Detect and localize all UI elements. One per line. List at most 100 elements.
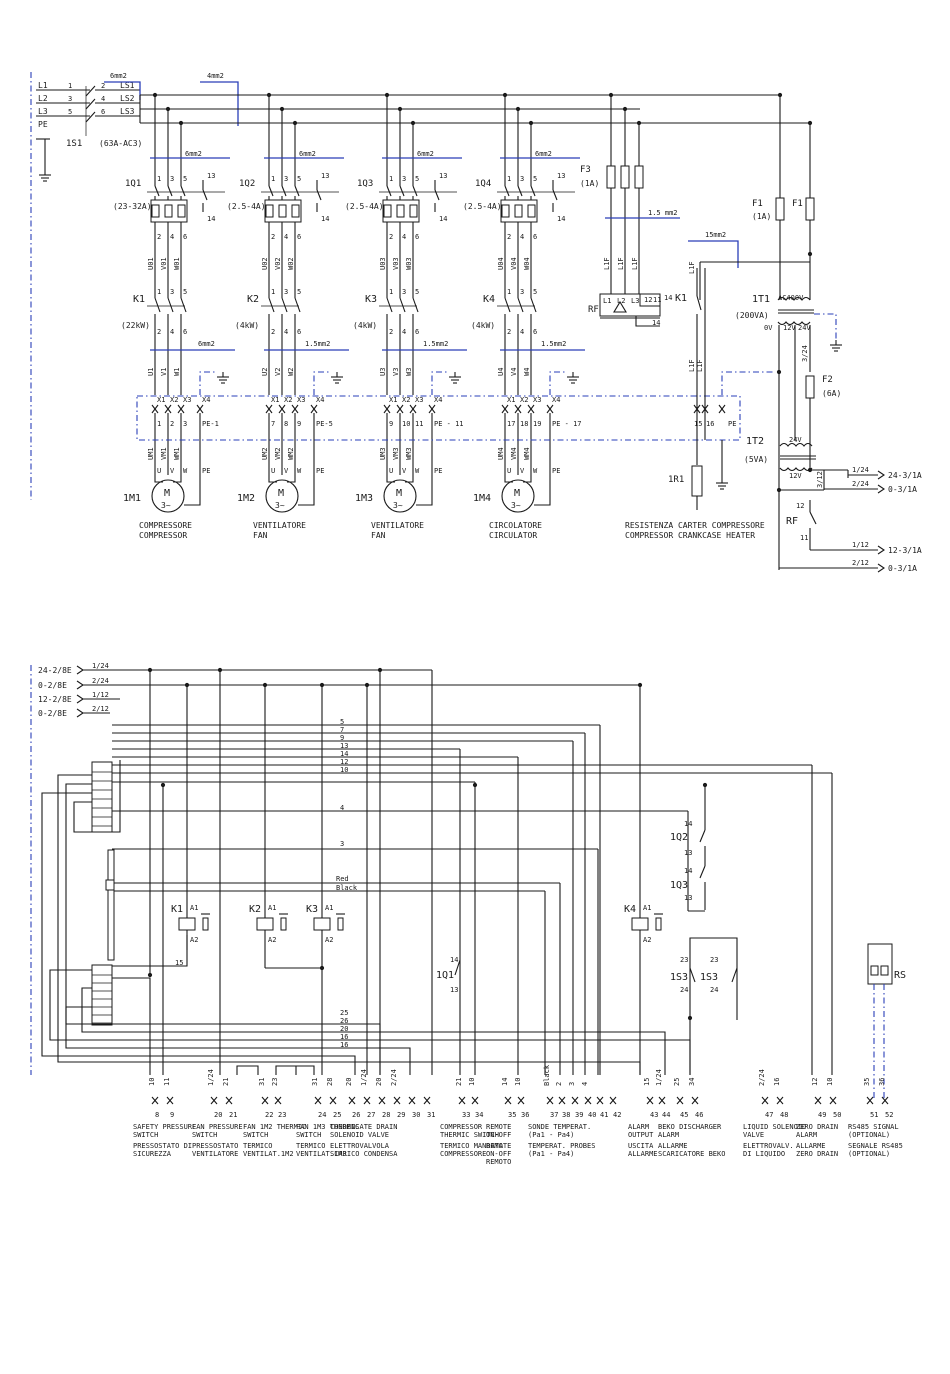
terminal-number: 20 (214, 1111, 222, 1119)
wire-label: W3 (405, 368, 413, 376)
terminal-mark (676, 1096, 684, 1105)
input-arrow (76, 680, 84, 690)
terminal-number: 1 (507, 288, 511, 296)
terminal-group-label-it: REMOTO (486, 1158, 511, 1166)
terminal-mark (514, 404, 522, 414)
terminal-mark (310, 404, 318, 414)
terminal-mark (329, 1096, 337, 1105)
wire-label: U4 (497, 368, 505, 376)
terminal-number: 6 (415, 233, 419, 241)
bus-wire-number: 9 (340, 734, 344, 742)
pe-terminal-label: PE - 17 (552, 420, 582, 428)
motor-terminal-letter: U (507, 467, 511, 475)
motor-symbol-letter: M (396, 488, 402, 499)
wire-label: 20 (375, 1078, 383, 1086)
aux-contact (316, 189, 322, 201)
terminal-group-label-it: ELETTROVALVOLA (330, 1142, 390, 1150)
fuse-value: (1A) (752, 212, 771, 221)
wire-label: U04 (497, 257, 505, 270)
terminal-mark (261, 1096, 269, 1105)
breaker-thermal (177, 204, 186, 218)
breaker-contact (167, 185, 173, 197)
wire-label: 1/24 (92, 662, 109, 670)
pe-wire (721, 371, 775, 395)
motor-symbol-letter: M (278, 488, 284, 499)
pe-terminal-label: PE-1 (202, 420, 219, 428)
coil-body (178, 917, 196, 931)
terminal-mark (501, 404, 509, 414)
wire-label: WM1 (173, 447, 181, 460)
motor-pe (184, 475, 201, 506)
terminal-number: 41 (600, 1111, 608, 1119)
terminal-group-label-it: TERMICO (243, 1142, 273, 1150)
transformer-rating: (5VA) (744, 455, 768, 464)
contactor-contact (268, 297, 275, 313)
contactor-power: (4kW) (471, 321, 495, 330)
breaker-contact (412, 185, 418, 197)
control-loop (49, 969, 691, 1075)
link-wire (275, 1065, 297, 1075)
cable-size: 1.5mm2 (541, 340, 566, 348)
transformer-voltage: AC400V (778, 294, 804, 302)
wire-label: L1F (603, 257, 611, 270)
terminal-number: 52 (885, 1111, 893, 1119)
motor-terminal-letter: W (533, 467, 538, 475)
junction-dot (410, 120, 416, 126)
phase-relay-terminal: L3 (631, 297, 639, 305)
motor-label: 1M1 (123, 493, 141, 504)
contactor-power: (4kW) (235, 321, 259, 330)
terminal-mark (278, 404, 286, 414)
output-terminal-label: 0-3/1A (888, 485, 917, 494)
terminal-mark (718, 404, 726, 414)
motor-label: 1M2 (237, 493, 255, 504)
coil-terminal: A1 (268, 904, 276, 912)
aux-contact-number: 13 (439, 172, 447, 180)
wire-label: U02 (261, 257, 269, 270)
terminal-number: 2 (101, 82, 105, 90)
terminal-number: 47 (765, 1111, 773, 1119)
wire-label: 10 (514, 1078, 522, 1086)
pe-terminal-label: PE (202, 467, 210, 475)
terminal-group-label-en: RS485 SIGNAL (848, 1123, 899, 1131)
thermal-switch-label: 1Q2 (670, 832, 688, 843)
switch-contact (689, 967, 696, 983)
terminal-id: X4 (202, 396, 210, 404)
terminal-number: 26 (352, 1111, 360, 1119)
fuse-label: F3 (580, 165, 591, 175)
input-arrow (76, 694, 84, 704)
terminal-group-label-it: PRESSOSTATO (192, 1142, 238, 1150)
terminal-group-label-it: ZERO DRAIN (796, 1150, 838, 1158)
motor-terminal-letter: U (271, 467, 275, 475)
terminal-mark (646, 1096, 654, 1105)
terminal-group-label-en: SWITCH (243, 1131, 268, 1139)
wire-label: 21 (455, 1078, 463, 1086)
fuse-body (606, 165, 616, 189)
wire-label: V02 (274, 257, 282, 270)
terminal-mark (378, 1096, 386, 1105)
terminal-mark (558, 1096, 566, 1105)
terminal-mark (363, 1096, 371, 1105)
terminal-group-label-it: SEGNALE RS485 (848, 1142, 903, 1150)
coil-terminal: A2 (643, 936, 651, 944)
terminal-group-label-it: SICUREZZA (133, 1150, 172, 1158)
motor-symbol-letter: M (164, 488, 170, 499)
coil-suppressor (655, 917, 662, 931)
terminal-group-label-it: ON-OFF (486, 1150, 511, 1158)
wire-label: 3/12 (816, 471, 824, 488)
coil-label: K3 (306, 904, 318, 915)
motor-name-it: COMPRESSORE (139, 521, 192, 530)
contactor-power: (4kW) (353, 321, 377, 330)
line-label-1: L1 (38, 81, 48, 90)
terminal-number: 28 (382, 1111, 390, 1119)
motor-label: 1M3 (355, 493, 373, 504)
terminal-mark (517, 1096, 525, 1105)
pe-terminal-label: PE-5 (316, 420, 333, 428)
terminal-group-label-en: THERMIC SWITCH (440, 1131, 499, 1139)
terminal-number: 4 (170, 233, 174, 241)
breaker-range: (2.5-4A) (345, 202, 384, 211)
breaker-thermal (278, 204, 287, 218)
terminal-number: 27 (367, 1111, 375, 1119)
phase-relay-contact (639, 293, 661, 307)
wire-label: 1/12 (852, 541, 869, 549)
